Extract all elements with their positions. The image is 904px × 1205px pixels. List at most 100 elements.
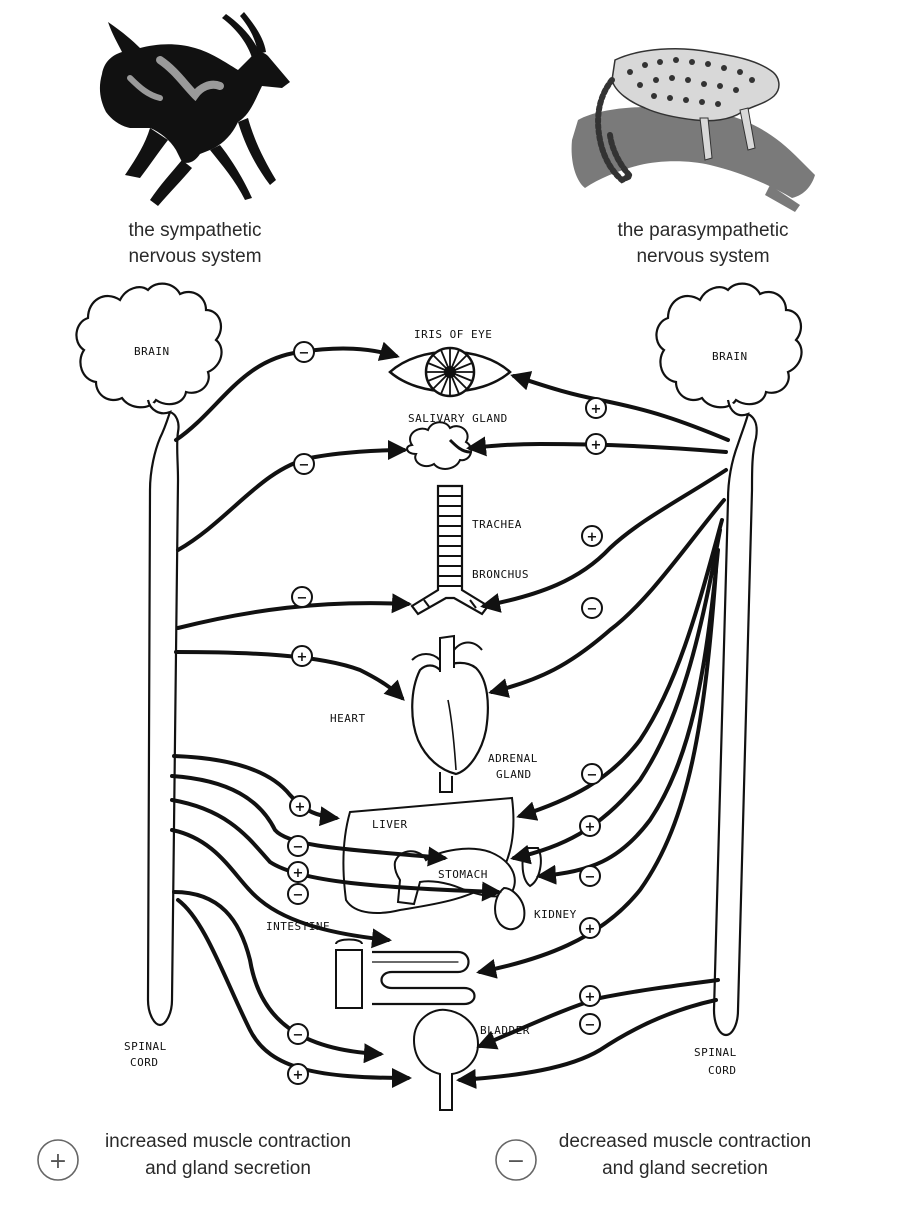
path-left-liver bbox=[172, 754, 340, 827]
marker-left-stomach: − bbox=[287, 835, 309, 857]
marker-right-bladder1: + bbox=[579, 985, 601, 1007]
svg-text:−: − bbox=[585, 870, 596, 885]
marker-right-salivary: + bbox=[585, 433, 607, 455]
svg-text:−: − bbox=[293, 1028, 304, 1043]
label-bronchus: BRONCHUS bbox=[472, 568, 529, 581]
path-left-intestine bbox=[170, 828, 392, 949]
path-left-bronchus bbox=[176, 593, 412, 630]
path-left-stomach bbox=[170, 774, 448, 867]
label-salivary: SALIVARY GLAND bbox=[408, 412, 508, 425]
marker-left-eye: − bbox=[293, 341, 315, 363]
legend-minus-icon: − bbox=[495, 1139, 537, 1181]
svg-text:−: − bbox=[297, 591, 308, 606]
svg-text:+: + bbox=[585, 990, 596, 1005]
parasympathetic-caption: the parasympathetic nervous system bbox=[617, 220, 789, 267]
svg-text:−: − bbox=[293, 888, 304, 903]
path-left-bladder2 bbox=[176, 898, 412, 1088]
marker-left-liver: + bbox=[289, 795, 311, 817]
label-bladder: BLADDER bbox=[480, 1024, 530, 1037]
legend-plus-icon: + bbox=[37, 1139, 79, 1181]
svg-text:+: + bbox=[591, 438, 602, 453]
path-right-stomach bbox=[510, 528, 722, 865]
svg-text:+: + bbox=[295, 800, 306, 815]
right-sign-markers: + + + − − + − + + − bbox=[579, 397, 607, 1035]
sympathetic-pathways bbox=[170, 341, 502, 1088]
left-sign-markers: − − − + + − + − − + bbox=[287, 341, 315, 1085]
left-spinal-cord bbox=[146, 399, 180, 1027]
bladder-organ bbox=[412, 1008, 480, 1111]
salivary-gland-organ bbox=[406, 421, 473, 470]
path-left-kidney bbox=[170, 798, 502, 902]
marker-right-bladder2: − bbox=[579, 1013, 601, 1035]
marker-left-bladder1: − bbox=[287, 1023, 309, 1045]
label-adrenal-gland: GLAND bbox=[496, 768, 532, 781]
label-intestine: INTESTINE bbox=[266, 920, 330, 933]
marker-right-kidney: − bbox=[579, 865, 601, 887]
label-stomach: STOMACH bbox=[438, 868, 488, 881]
svg-text:−: − bbox=[299, 346, 310, 361]
svg-text:+: + bbox=[587, 530, 598, 545]
svg-text:+: + bbox=[293, 1068, 304, 1083]
svg-text:+: + bbox=[585, 922, 596, 937]
marker-left-intestine: − bbox=[287, 883, 309, 905]
eye-organ bbox=[388, 346, 512, 398]
marker-right-stomach: + bbox=[579, 815, 601, 837]
marker-left-kidney: + bbox=[287, 861, 309, 883]
marker-right-heart: − bbox=[581, 597, 603, 619]
marker-left-heart: + bbox=[291, 645, 313, 667]
legend-plus-text: increased muscle contraction and gland s… bbox=[104, 1131, 352, 1179]
marker-right-liver: − bbox=[581, 763, 603, 785]
path-right-salivary bbox=[466, 436, 728, 457]
organ-labels: BRAIN BRAIN IRIS OF EYE SALIVARY GLAND T… bbox=[124, 328, 748, 1077]
heart-organ bbox=[411, 634, 489, 793]
path-right-intestine bbox=[476, 568, 718, 979]
svg-text:+: + bbox=[293, 866, 304, 881]
marker-right-eye: + bbox=[585, 397, 607, 419]
label-cord-right: CORD bbox=[708, 1064, 737, 1077]
left-brain bbox=[75, 282, 223, 409]
svg-text:+: + bbox=[49, 1149, 67, 1174]
svg-text:−: − bbox=[507, 1149, 525, 1174]
path-left-salivary bbox=[176, 440, 408, 552]
intestine-organ bbox=[335, 938, 476, 1009]
label-spinal-right: SPINAL bbox=[694, 1046, 737, 1059]
path-left-bladder1 bbox=[172, 890, 384, 1064]
trachea-organ bbox=[410, 484, 490, 616]
label-cord-left: CORD bbox=[130, 1056, 159, 1069]
svg-text:−: − bbox=[587, 602, 598, 617]
leopard-illustration bbox=[571, 48, 815, 212]
marker-left-bladder2: + bbox=[287, 1063, 309, 1085]
label-brain-left: BRAIN bbox=[134, 345, 170, 358]
label-heart: HEART bbox=[330, 712, 366, 725]
label-iris: IRIS OF EYE bbox=[414, 328, 492, 341]
svg-text:+: + bbox=[591, 402, 602, 417]
path-right-kidney bbox=[536, 548, 720, 885]
parasympathetic-pathways bbox=[456, 371, 730, 1089]
label-trachea: TRACHEA bbox=[472, 518, 522, 531]
svg-text:−: − bbox=[293, 840, 304, 855]
svg-text:+: + bbox=[585, 820, 596, 835]
marker-left-salivary: − bbox=[293, 453, 315, 475]
path-right-bladder2 bbox=[456, 998, 718, 1089]
right-spinal-cord bbox=[712, 399, 758, 1037]
path-right-bronchus bbox=[480, 468, 728, 613]
path-right-heart bbox=[488, 498, 726, 698]
label-liver: LIVER bbox=[372, 818, 408, 831]
path-left-heart bbox=[174, 650, 405, 701]
legend-minus-text: decreased muscle contraction and gland s… bbox=[558, 1131, 812, 1179]
right-brain bbox=[655, 282, 803, 409]
path-right-liver bbox=[516, 518, 724, 821]
marker-left-bronchus: − bbox=[291, 586, 313, 608]
marker-right-intestine: + bbox=[579, 917, 601, 939]
label-adrenal: ADRENAL bbox=[488, 752, 538, 765]
label-spinal-left: SPINAL bbox=[124, 1040, 167, 1053]
svg-text:−: − bbox=[585, 1018, 596, 1033]
svg-text:−: − bbox=[299, 458, 310, 473]
svg-text:+: + bbox=[297, 650, 308, 665]
marker-right-bronchus: + bbox=[581, 525, 603, 547]
label-brain-right: BRAIN bbox=[712, 350, 748, 363]
svg-text:−: − bbox=[587, 768, 598, 783]
antelope-illustration bbox=[99, 12, 290, 206]
